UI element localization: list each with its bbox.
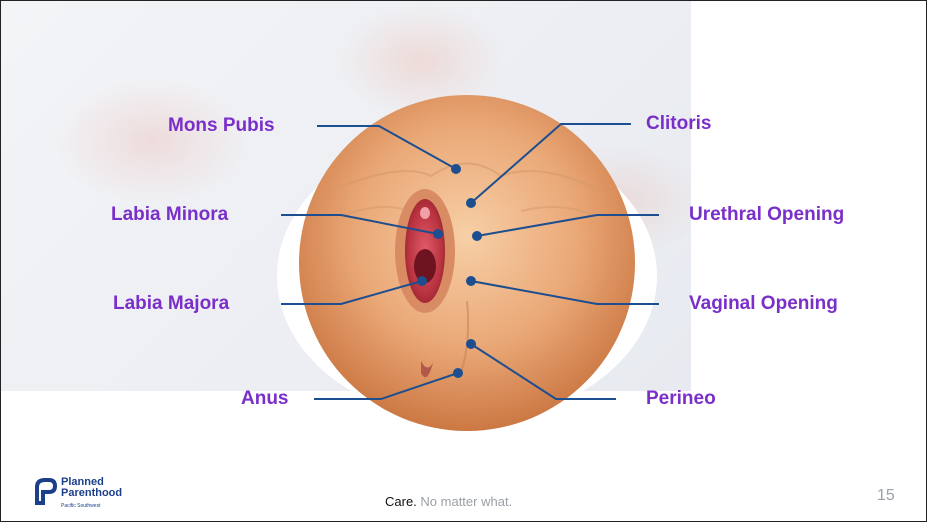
tagline: Care. No matter what. — [385, 494, 512, 509]
page-number: 15 — [877, 487, 895, 504]
planned-parenthood-logo-icon — [35, 478, 58, 505]
tagline-muted: No matter what. — [416, 494, 513, 509]
tagline-strong: Care. — [385, 494, 417, 509]
logo-subtitle: Pacific Southwest — [61, 503, 101, 509]
skin-circle — [299, 95, 635, 431]
label-labia-minora: Labia Minora — [111, 204, 229, 225]
label-anus: Anus — [241, 388, 289, 409]
vaginal-opening-shape — [414, 249, 436, 283]
logo-line1: Planned — [61, 476, 104, 488]
logo-wordmark: Planned Parenthood — [61, 477, 122, 499]
label-urethral-opening: Urethral Opening — [689, 204, 845, 225]
anus-shape — [421, 361, 433, 378]
label-clitoris: Clitoris — [646, 113, 712, 134]
logo-line2: Parenthood — [61, 487, 123, 499]
label-perineo: Perineo — [646, 388, 716, 409]
label-mons-pubis: Mons Pubis — [168, 115, 275, 136]
label-vaginal-opening: Vaginal Opening — [689, 293, 838, 314]
label-labia-majora: Labia Majora — [113, 293, 230, 314]
clitoris-shape — [420, 207, 430, 219]
leader-dots — [417, 164, 482, 378]
leader-lines — [281, 123, 659, 400]
